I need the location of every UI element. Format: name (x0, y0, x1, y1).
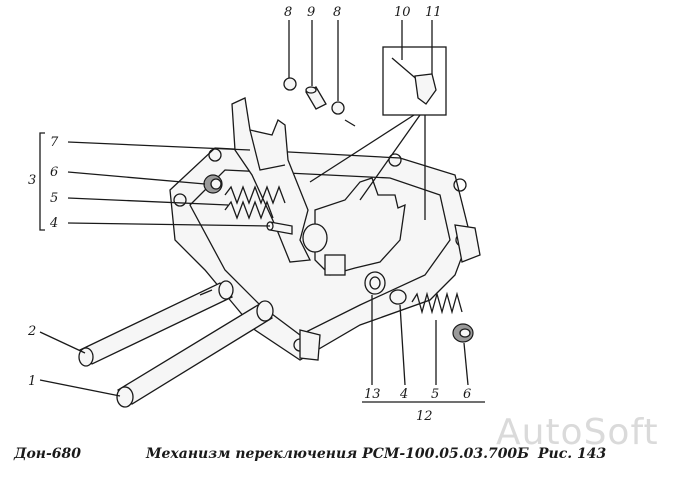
callout-4: 4 (49, 216, 58, 231)
callout-11: 11 (425, 5, 442, 20)
spring-5-bottom (411, 291, 463, 315)
callouts: 7 6 5 4 3 2 1 8 9 8 10 11 13 4 5 6 12 (27, 5, 471, 424)
caption-model: Дон-680 (14, 446, 82, 462)
cap-6-left (203, 174, 223, 194)
callout-9: 9 (307, 5, 315, 20)
pin-9 (305, 86, 327, 110)
fork-right (302, 177, 406, 276)
rod-2 (78, 280, 234, 367)
callout-8-left: 8 (284, 5, 292, 20)
ball-leader (344, 119, 356, 127)
callout-4-bottom: 4 (399, 387, 408, 402)
callout-6-bottom: 6 (463, 387, 471, 402)
spring-5-left (224, 185, 286, 220)
bushing-13 (364, 271, 386, 295)
callout-1: 1 (28, 374, 36, 389)
callout-5: 5 (50, 191, 58, 206)
inset-box (309, 46, 447, 220)
caption-figure-number: Рис. 143 (538, 446, 607, 462)
callout-6: 6 (50, 165, 58, 180)
callout-7: 7 (50, 135, 59, 150)
callout-12: 12 (416, 409, 433, 424)
ball-8-left (283, 77, 297, 91)
cap-6-bottom (452, 323, 474, 343)
fork-7 (231, 97, 312, 263)
callout-5-bottom: 5 (431, 387, 439, 402)
callout-13: 13 (364, 387, 381, 402)
watermark: AutoSoft (496, 412, 659, 453)
rod-1 (116, 300, 274, 408)
callout-10: 10 (394, 5, 411, 20)
callout-3: 3 (28, 173, 36, 188)
callout-2: 2 (27, 324, 36, 339)
ball-8-right (331, 101, 345, 115)
caption-title: Механизм переключения РСМ-100.05.03.700Б (146, 446, 530, 462)
plunger-4-bottom (389, 289, 407, 305)
leader-lines (39, 20, 485, 403)
callout-8-right: 8 (333, 5, 341, 20)
